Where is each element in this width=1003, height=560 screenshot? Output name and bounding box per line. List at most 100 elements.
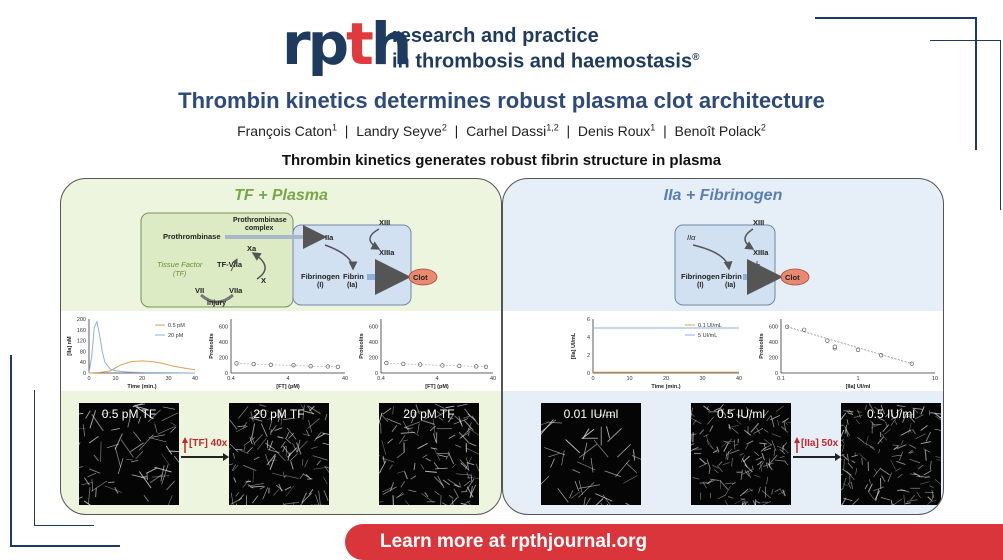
fibril xyxy=(251,423,256,439)
fibrin-network-texture xyxy=(79,403,179,505)
fibril xyxy=(468,442,477,447)
fibril xyxy=(265,442,276,450)
fibril xyxy=(397,493,405,498)
fibril xyxy=(625,462,638,474)
fibril xyxy=(706,434,709,446)
micrograph-0-5pm-tf: 0.5 pM TF xyxy=(79,403,179,505)
fibril xyxy=(929,499,937,503)
fibril xyxy=(864,484,869,490)
fibril xyxy=(284,501,299,505)
fibril xyxy=(79,441,81,446)
scheme-fibrinogen-right: Fibrinogen xyxy=(681,272,720,281)
fibril xyxy=(890,500,893,505)
scheme-prothrombinase: Prothrombinase xyxy=(163,232,221,241)
fibril xyxy=(231,464,236,471)
fibril xyxy=(916,491,921,499)
fibril xyxy=(723,440,731,445)
fibril xyxy=(434,403,445,409)
x-axis-label: Time (min.) xyxy=(127,384,156,390)
fibril xyxy=(877,436,884,445)
fibril xyxy=(896,405,906,408)
fibril xyxy=(708,479,716,484)
fibril xyxy=(284,486,292,491)
fibril xyxy=(706,439,714,449)
fibril xyxy=(137,416,142,424)
fibril xyxy=(731,457,733,467)
y-tick-label: 200 xyxy=(769,356,778,362)
fibril xyxy=(464,500,471,505)
fibril xyxy=(909,458,921,464)
footer-link[interactable]: Learn more at rpthjournal.org xyxy=(380,531,648,552)
fibril xyxy=(311,446,318,449)
fibril xyxy=(466,422,472,433)
fibril xyxy=(260,423,268,437)
fibril xyxy=(892,498,903,505)
fibril xyxy=(389,464,393,470)
legend-entry: 0.1 UI/mL xyxy=(698,323,722,329)
fibril xyxy=(880,497,891,501)
chart-strip-right xyxy=(503,311,943,391)
author-affiliation: 2 xyxy=(760,122,766,132)
scheme-complex-l1: Prothrombinase xyxy=(233,217,287,224)
y-tick-label: 2 xyxy=(587,353,590,359)
panel-tf-plasma: TF + Plasma Prothrombinase Prothrombinas… xyxy=(60,178,502,515)
scheme-iia: IIa xyxy=(325,233,334,242)
fibril xyxy=(242,479,250,488)
fibril xyxy=(424,470,437,473)
fibril xyxy=(897,473,903,479)
fibril xyxy=(783,420,786,431)
corner-line-top-right-h xyxy=(815,17,975,19)
scheme-tf-abbr: (TF) xyxy=(173,271,186,278)
author-name: Denis Roux1 xyxy=(577,122,656,139)
y-tick-label: 400 xyxy=(219,340,228,346)
fibril xyxy=(466,462,475,466)
fibril xyxy=(900,429,912,436)
fibril xyxy=(253,456,260,461)
fibril xyxy=(853,415,863,418)
fibril xyxy=(908,415,916,423)
fibril xyxy=(316,460,322,466)
fibril xyxy=(170,426,177,433)
fibril xyxy=(759,442,767,445)
y-tick-label: 600 xyxy=(369,325,378,331)
fibril xyxy=(935,456,941,458)
fibril xyxy=(453,418,469,425)
micrograph-0-01-iu: 0.01 IU/ml xyxy=(541,403,641,505)
author-name: François Caton1 xyxy=(237,122,338,139)
fibril xyxy=(691,417,702,425)
fibril xyxy=(755,427,761,435)
fibril xyxy=(691,433,692,442)
fibril xyxy=(161,412,179,421)
fibril xyxy=(289,453,298,462)
fibril xyxy=(909,444,917,449)
fibril xyxy=(770,414,781,421)
fibril xyxy=(585,497,591,505)
fibril xyxy=(240,449,249,454)
fibril xyxy=(557,488,569,503)
fibril xyxy=(257,437,267,450)
fibril xyxy=(422,454,428,459)
fibril xyxy=(400,431,416,434)
fibril xyxy=(304,459,309,468)
fibril xyxy=(912,407,919,414)
fibril xyxy=(229,443,239,453)
fibril xyxy=(741,502,746,505)
fibril xyxy=(747,470,752,479)
fibril xyxy=(301,492,307,503)
fibril xyxy=(851,454,859,458)
fibril xyxy=(716,446,720,453)
scheme-xa: Xa xyxy=(247,244,257,253)
y-tick-label: 0 xyxy=(375,371,378,377)
y-tick-label: 40 xyxy=(80,360,86,366)
fibril xyxy=(322,432,329,435)
fibril xyxy=(412,410,427,413)
fibril xyxy=(267,448,280,454)
fibril xyxy=(569,490,574,499)
y-tick-label: 120 xyxy=(77,339,86,345)
fibril xyxy=(728,438,732,443)
fibril xyxy=(848,409,853,414)
footer-banner[interactable] xyxy=(345,524,1003,560)
fibril xyxy=(270,425,277,433)
fibril xyxy=(745,407,755,415)
